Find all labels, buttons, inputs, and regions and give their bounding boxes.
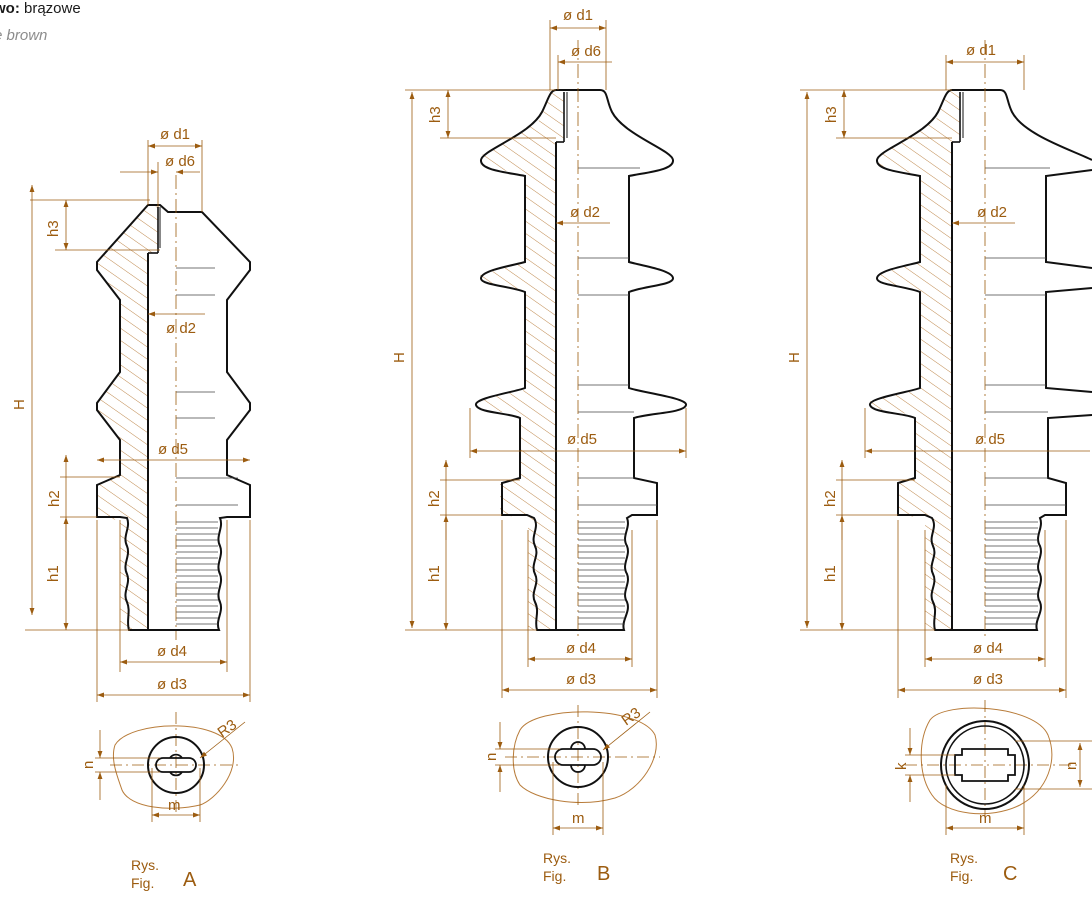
fig-b-label-pl: Rys. [543, 850, 571, 866]
dim-a-d6: ø d6 [165, 153, 195, 170]
section-hatch-c [870, 90, 960, 630]
dim-c-d5: ø d5 [975, 431, 1005, 448]
dim-b-h1: h1 [426, 565, 443, 582]
figure-c: ø d1 h3 H ø d2 ø d5 h2 h1 ø d4 ø d3 [786, 40, 1092, 885]
dim-c-d1: ø d1 [966, 42, 996, 59]
dim-c-d4: ø d4 [973, 640, 1003, 657]
dim-a-h1: h1 [45, 565, 62, 582]
dim-c-d3: ø d3 [973, 671, 1003, 688]
dim-b-d2: ø d2 [570, 204, 600, 221]
figure-a: ø d1 ø d6 h3 H ø d2 ø d5 h2 h1 ø d4 ø d3 [11, 126, 251, 891]
dim-c-n: n [1063, 762, 1080, 770]
dim-a-d4: ø d4 [157, 643, 187, 660]
dim-a-d1: ø d1 [160, 126, 190, 143]
dim-a-H: H [11, 399, 28, 410]
dim-b-d3: ø d3 [566, 671, 596, 688]
fig-b-letter: B [597, 863, 610, 885]
fig-a-label-en: Fig. [131, 875, 154, 891]
fig-c-label-pl: Rys. [950, 850, 978, 866]
insulator-outline-a [96, 204, 251, 631]
dim-b-d6: ø d6 [571, 43, 601, 60]
plan-view-c: k n m [893, 700, 1092, 835]
material-label: wo: brązowe [0, 0, 81, 17]
dim-c-k: k [893, 762, 910, 770]
fig-a-label-pl: Rys. [131, 857, 159, 873]
dim-b-d1: ø d1 [563, 7, 593, 24]
fig-b-label-en: Fig. [543, 868, 566, 884]
dim-a-h3: h3 [45, 220, 62, 237]
figure-b: ø d1 ø d6 h3 H ø d2 ø d5 h2 h1 ø d4 ø d3 [391, 7, 688, 885]
section-hatch-a [97, 205, 158, 630]
dim-b-H: H [391, 352, 408, 363]
plan-view-a: R3 n m [80, 712, 246, 822]
dim-c-h2: h2 [822, 490, 839, 507]
dim-a-m: m [168, 797, 181, 814]
plan-view-b: R3 n m [483, 704, 660, 835]
dim-c-h3: h3 [823, 106, 840, 123]
dim-b-R3: R3 [619, 704, 644, 729]
dim-b-h3: h3 [427, 106, 444, 123]
dim-b-d5: ø d5 [567, 431, 597, 448]
material-label-en: e brown [0, 27, 48, 44]
insulator-outline-b [474, 89, 688, 631]
dim-c-m: m [979, 810, 992, 827]
dim-c-d2: ø d2 [977, 204, 1007, 221]
dim-b-m: m [572, 810, 585, 827]
dim-a-R3: R3 [215, 716, 240, 741]
dim-a-n: n [80, 761, 97, 769]
section-hatch-b [476, 90, 564, 630]
dim-a-h2: h2 [46, 490, 63, 507]
dim-b-n: n [483, 753, 500, 761]
dim-b-d4: ø d4 [566, 640, 596, 657]
dim-a-d3: ø d3 [157, 676, 187, 693]
dim-c-h1: h1 [822, 565, 839, 582]
dim-a-d5: ø d5 [158, 441, 188, 458]
dim-c-H: H [786, 352, 803, 363]
fig-a-letter: A [183, 869, 197, 891]
dim-a-d2: ø d2 [166, 320, 196, 337]
fig-c-label-en: Fig. [950, 868, 973, 884]
dim-b-h2: h2 [426, 490, 443, 507]
fig-c-letter: C [1003, 863, 1017, 885]
